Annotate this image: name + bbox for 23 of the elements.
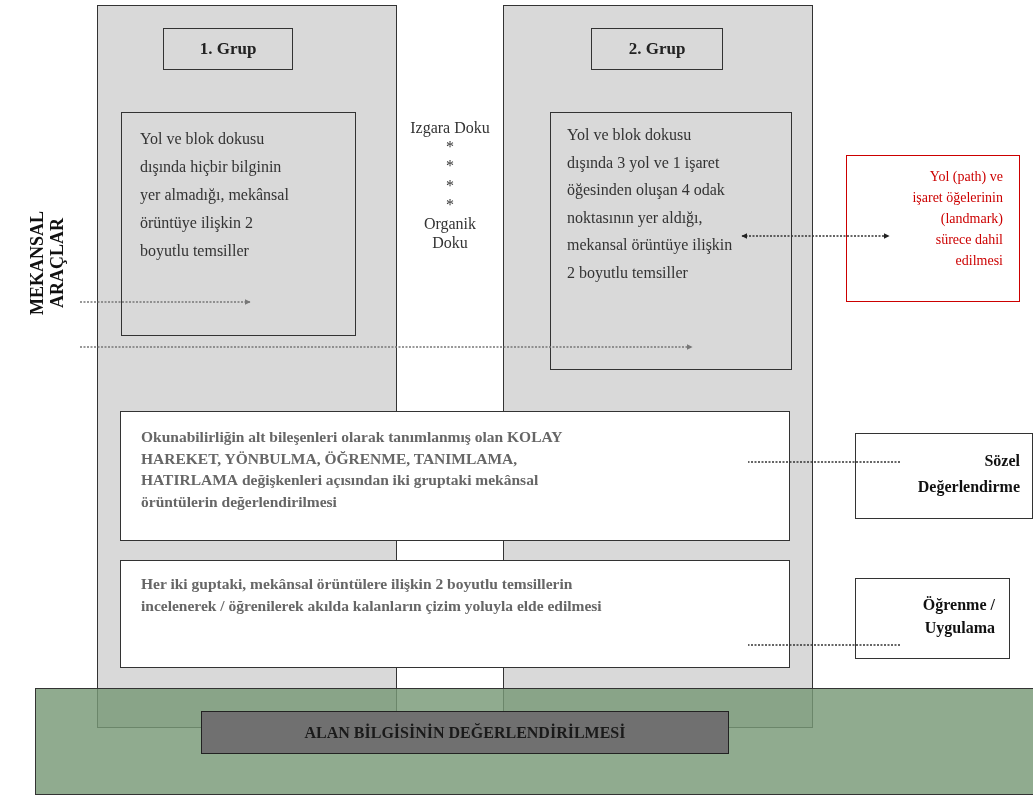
separator-mark: * bbox=[445, 156, 455, 176]
arrow bbox=[79, 299, 251, 305]
separator-mark: * bbox=[445, 175, 455, 195]
connector-line bbox=[747, 644, 901, 646]
note-box: Yol (path) ve işaret öğelerinin (landmark) sürece dahil edilmesi bbox=[846, 155, 1020, 302]
connector-line bbox=[747, 461, 901, 463]
description-box: Yol ve blok dokusu dışında hiçbir bilginin yer almadığı, mekânsal örüntüye ilişkin 2 boyutlu temsiller bbox=[121, 112, 356, 336]
base-band bbox=[35, 688, 1033, 795]
method-box: Öğrenme / Uygulama bbox=[855, 578, 1010, 659]
method-box: Sözel Değerlendirme bbox=[855, 433, 1033, 519]
assessment-box: Her iki guptaki, mekânsal örüntülere ilişkin 2 boyutlu temsillerin incelenerek / öğrenilerek akılda kalanların çizim yoluyla elde edilmesi bbox=[120, 560, 790, 668]
texture-label: Izgara Doku bbox=[409, 118, 491, 138]
group-title-box: 2. Grup bbox=[591, 28, 723, 70]
description-box: Yol ve blok dokusu dışında 3 yol ve 1 işaret öğesinden oluşan 4 odak noktasının yer aldığı, mekansal örüntüye ilişkin 2 boyutlu temsiller bbox=[550, 112, 792, 370]
arrow bbox=[741, 233, 890, 239]
group-title-box: 1. Grup bbox=[163, 28, 293, 70]
base-title-box: ALAN BİLGİSİNİN DEĞERLENDİRİLMESİ bbox=[201, 711, 729, 754]
vertical-heading: MEKANSAL ARAÇLAR bbox=[24, 172, 80, 354]
texture-label: Organik Doku bbox=[422, 213, 478, 253]
assessment-box: Okunabilirliğin alt bileşenleri olarak tanımlanmış olan KOLAY HAREKET, YÖNBULMA, ÖĞRENME, TANIMLAMA, HATIRLAMA değişkenleri açısından iki gruptaki mekânsal örüntülerin değerlendirilmesi bbox=[120, 411, 790, 541]
arrow bbox=[79, 344, 693, 350]
separator-mark: * bbox=[445, 137, 455, 157]
separator-mark: * bbox=[445, 194, 455, 214]
